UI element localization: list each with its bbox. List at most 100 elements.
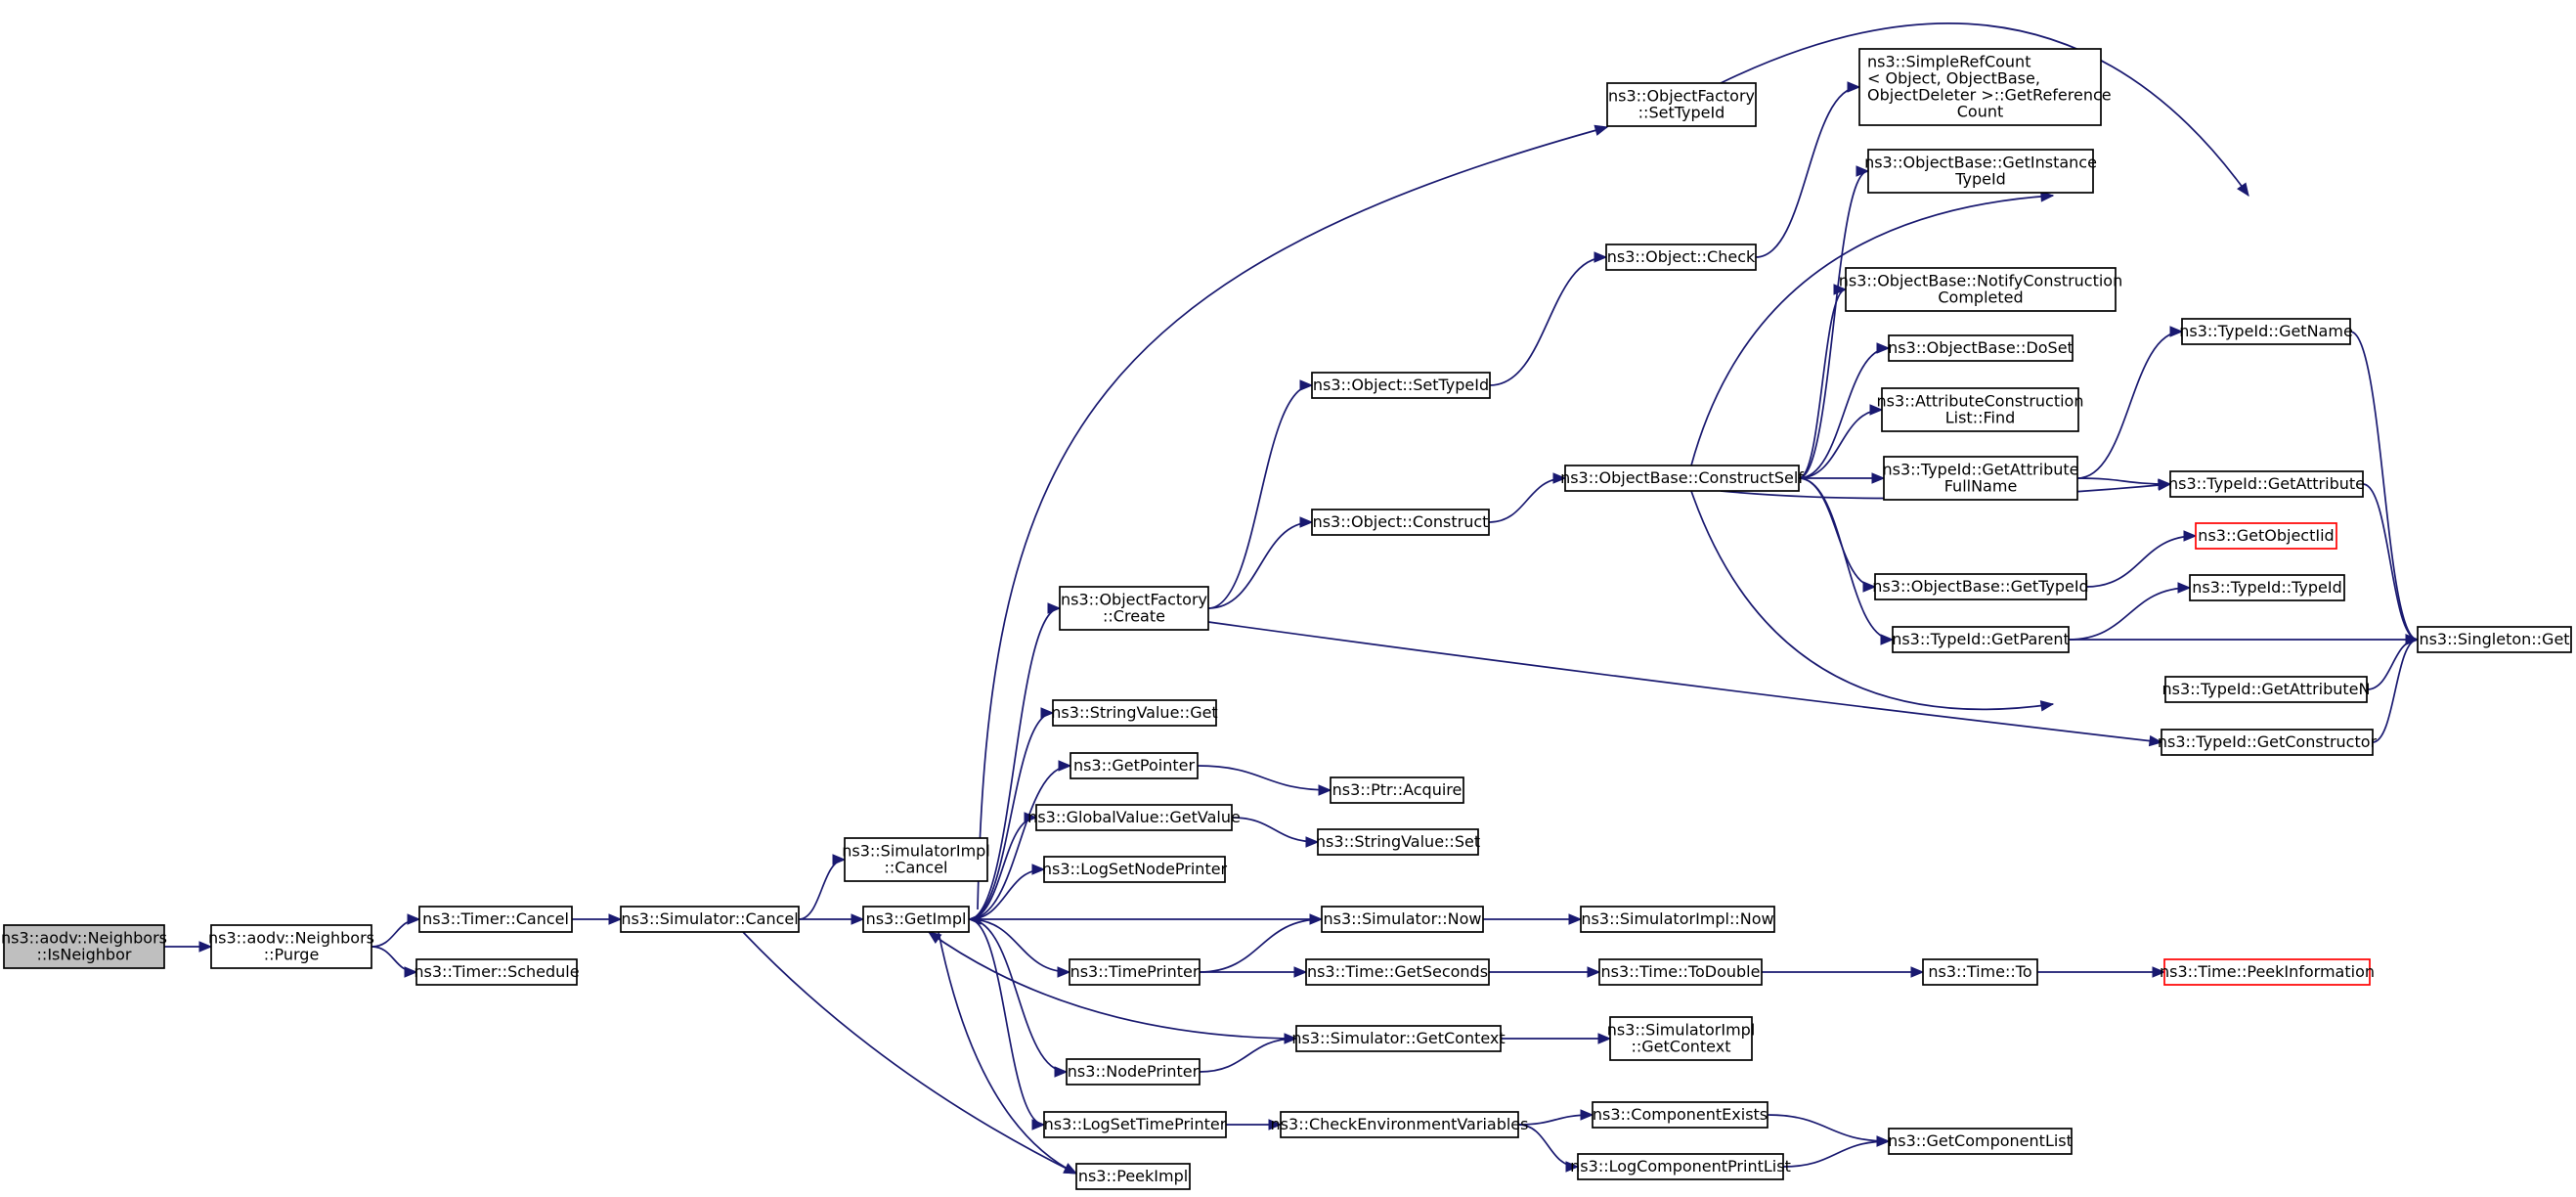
node-label-line: ObjectDeleter >::GetReference xyxy=(1867,86,2112,105)
node-label-line: ns3::ObjectBase::GetInstance xyxy=(1864,154,2097,172)
node-sim-now[interactable]: ns3::Simulator::Now xyxy=(1321,906,1484,933)
node-simimpl-cancel[interactable]: ns3::SimulatorImpl::Cancel xyxy=(842,837,990,882)
node-peekimpl[interactable]: ns3::PeekImpl xyxy=(1075,1163,1191,1190)
node-box xyxy=(1070,752,1199,779)
node-simplerefcount[interactable]: ns3::SimpleRefCount< Object, ObjectBase,… xyxy=(1858,48,2112,126)
node-checkenv[interactable]: ns3::CheckEnvironmentVariables xyxy=(1271,1111,1529,1138)
node-ptr-acquire[interactable]: ns3::Ptr::Acquire xyxy=(1330,776,1464,804)
edge-checkenv-to-logcomponentprintlist xyxy=(1517,1124,1580,1173)
node-box xyxy=(3,924,165,969)
node-stringvalue-set[interactable]: ns3::StringValue::Set xyxy=(1316,828,1480,856)
arrowhead xyxy=(1047,602,1062,614)
node-typeid-getparent[interactable]: ns3::TypeId::GetParent xyxy=(1892,626,2070,653)
node-constructself[interactable]: ns3::ObjectBase::ConstructSelf xyxy=(1560,465,1804,492)
node-getobjectiid[interactable]: ns3::GetObjectIid xyxy=(2195,522,2337,550)
edge-timeprinter-to-sim_now xyxy=(1199,913,1324,973)
edge-nodeprinter-to-sim_getcontext xyxy=(1199,1033,1298,1073)
node-label-line: ns3::GetComponentList xyxy=(1888,1131,2073,1150)
node-typeid-getattributen[interactable]: ns3::TypeId::GetAttributeN xyxy=(2162,676,2371,703)
edge-line xyxy=(968,918,1068,1073)
node-box xyxy=(620,906,800,933)
node-time-getseconds[interactable]: ns3::Time::GetSeconds xyxy=(1305,958,1490,986)
node-sim-getcontext[interactable]: ns3::Simulator::GetContext xyxy=(1291,1025,1506,1052)
edge-line xyxy=(1798,170,1869,479)
node-isneighbor[interactable]: ns3::aodv::Neighbors::IsNeighbor xyxy=(1,924,167,969)
node-typeid-getconstructor[interactable]: ns3::TypeId::GetConstructor xyxy=(2158,729,2378,756)
node-box xyxy=(1311,372,1491,399)
edge-getpointer-to-ptr_acquire xyxy=(1197,765,1332,796)
arrowhead xyxy=(1040,707,1055,719)
node-box xyxy=(1605,244,1757,271)
node-timer-schedule[interactable]: ns3::Timer::Schedule xyxy=(414,958,580,986)
node-label-line: ns3::ObjectFactory xyxy=(1061,591,1207,609)
node-box xyxy=(418,906,573,933)
edge-line xyxy=(1798,288,1847,479)
node-box xyxy=(2417,626,2572,653)
node-componentexists[interactable]: ns3::ComponentExists xyxy=(1592,1101,1768,1129)
node-singleton-get[interactable]: ns3::Singleton::Get xyxy=(2417,626,2572,653)
arrowhead xyxy=(1552,472,1567,484)
edge-sim_getcontext-to-getimpl xyxy=(927,931,1297,1040)
node-doset[interactable]: ns3::ObjectBase::DoSet xyxy=(1888,334,2074,362)
edge-getimpl-to-logsettimeprinter xyxy=(968,918,1046,1130)
arrowhead xyxy=(832,854,847,865)
node-typeid-getname[interactable]: ns3::TypeId::GetName xyxy=(2179,318,2353,345)
arrowhead xyxy=(1587,966,1601,978)
edge-typeid_getparent-to-typeid_typeid xyxy=(2068,582,2192,641)
node-getimpl[interactable]: ns3::GetImpl xyxy=(862,906,970,933)
node-time-peekinformation[interactable]: ns3::Time::PeekInformation xyxy=(2160,958,2375,986)
node-time-todouble[interactable]: ns3::Time::ToDouble xyxy=(1598,958,1763,986)
node-nodeprinter[interactable]: ns3::NodePrinter xyxy=(1066,1058,1201,1086)
node-sim-cancel[interactable]: ns3::Simulator::Cancel xyxy=(620,906,800,933)
node-box xyxy=(1922,958,2038,986)
edge-constructself-to-attrconstruction_find xyxy=(1798,404,1884,479)
node-timer-cancel[interactable]: ns3::Timer::Cancel xyxy=(418,906,573,933)
node-object-settypeid[interactable]: ns3::Object::SetTypeId xyxy=(1311,372,1491,399)
node-label-line: ::IsNeighbor xyxy=(37,946,132,964)
node-logcomponentprintlist[interactable]: ns3::LogComponentPrintList xyxy=(1570,1153,1791,1180)
node-box xyxy=(1069,958,1201,986)
node-simimpl-getcontext[interactable]: ns3::SimulatorImpl::GetContext xyxy=(1607,1016,1756,1061)
node-logsettimeprinter[interactable]: ns3::LogSetTimePrinter xyxy=(1043,1111,1227,1138)
edge-line xyxy=(2068,587,2191,641)
edge-getimpl-to-objfactory_settypeid xyxy=(977,124,1609,910)
edge-typeid_getconstructor-to-singleton_get xyxy=(2372,634,2420,743)
node-typeid-typeid[interactable]: ns3::TypeId::TypeId xyxy=(2189,574,2345,601)
node-simimpl-now[interactable]: ns3::SimulatorImpl::Now xyxy=(1580,906,1775,933)
node-objfactory-settypeid[interactable]: ns3::ObjectFactory::SetTypeId xyxy=(1606,82,1757,127)
node-typeid-getattribute[interactable]: ns3::TypeId::GetAttribute xyxy=(2168,470,2365,498)
edge-line xyxy=(798,859,846,920)
edge-constructself-to-getinstancetypeid xyxy=(1798,165,1870,479)
node-purge[interactable]: ns3::aodv::Neighbors::Purge xyxy=(208,924,374,969)
arrowhead xyxy=(404,966,418,978)
node-label-line: ns3::GetImpl xyxy=(866,909,967,928)
node-getcomponentlist[interactable]: ns3::GetComponentList xyxy=(1888,1128,2073,1155)
arrowhead xyxy=(1568,913,1583,925)
arrowhead xyxy=(1305,836,1320,848)
edge-line xyxy=(1207,621,2162,743)
edge-getimpl-to-timeprinter xyxy=(968,918,1071,978)
node-logsetnodeprinter[interactable]: ns3::LogSetNodePrinter xyxy=(1042,856,1228,883)
node-notifyconstruction[interactable]: ns3::ObjectBase::NotifyConstructionCompl… xyxy=(1839,267,2122,312)
node-label-line: ns3::Time::ToDouble xyxy=(1601,962,1761,981)
node-object-check[interactable]: ns3::Object::Check xyxy=(1605,244,1757,271)
node-objfactory-create[interactable]: ns3::ObjectFactory::Create xyxy=(1059,586,1209,631)
edge-isneighbor-to-purge xyxy=(163,941,213,953)
node-objectbase-gettypeid[interactable]: ns3::ObjectBase::GetTypeId xyxy=(1872,573,2089,600)
edge-constructself-to-objectbase_gettypeid xyxy=(1798,477,1877,593)
node-label-line: < Object, ObjectBase, xyxy=(1867,69,2040,88)
edge-line xyxy=(2076,477,2171,485)
node-box xyxy=(1330,776,1464,804)
node-stringvalue-get[interactable]: ns3::StringValue::Get xyxy=(1051,699,1218,727)
node-getpointer[interactable]: ns3::GetPointer xyxy=(1070,752,1199,779)
node-globalvalue-getvalue[interactable]: ns3::GlobalValue::GetValue xyxy=(1027,804,1241,831)
node-label-line: ns3::aodv::Neighbors xyxy=(208,929,374,948)
node-object-construct[interactable]: ns3::Object::Construct xyxy=(1311,509,1490,536)
edge-line xyxy=(2362,483,2419,641)
node-label-line: ns3::Simulator::Cancel xyxy=(621,909,798,928)
node-timeprinter[interactable]: ns3::TimePrinter xyxy=(1069,958,1201,986)
node-time-to[interactable]: ns3::Time::To xyxy=(1922,958,2038,986)
